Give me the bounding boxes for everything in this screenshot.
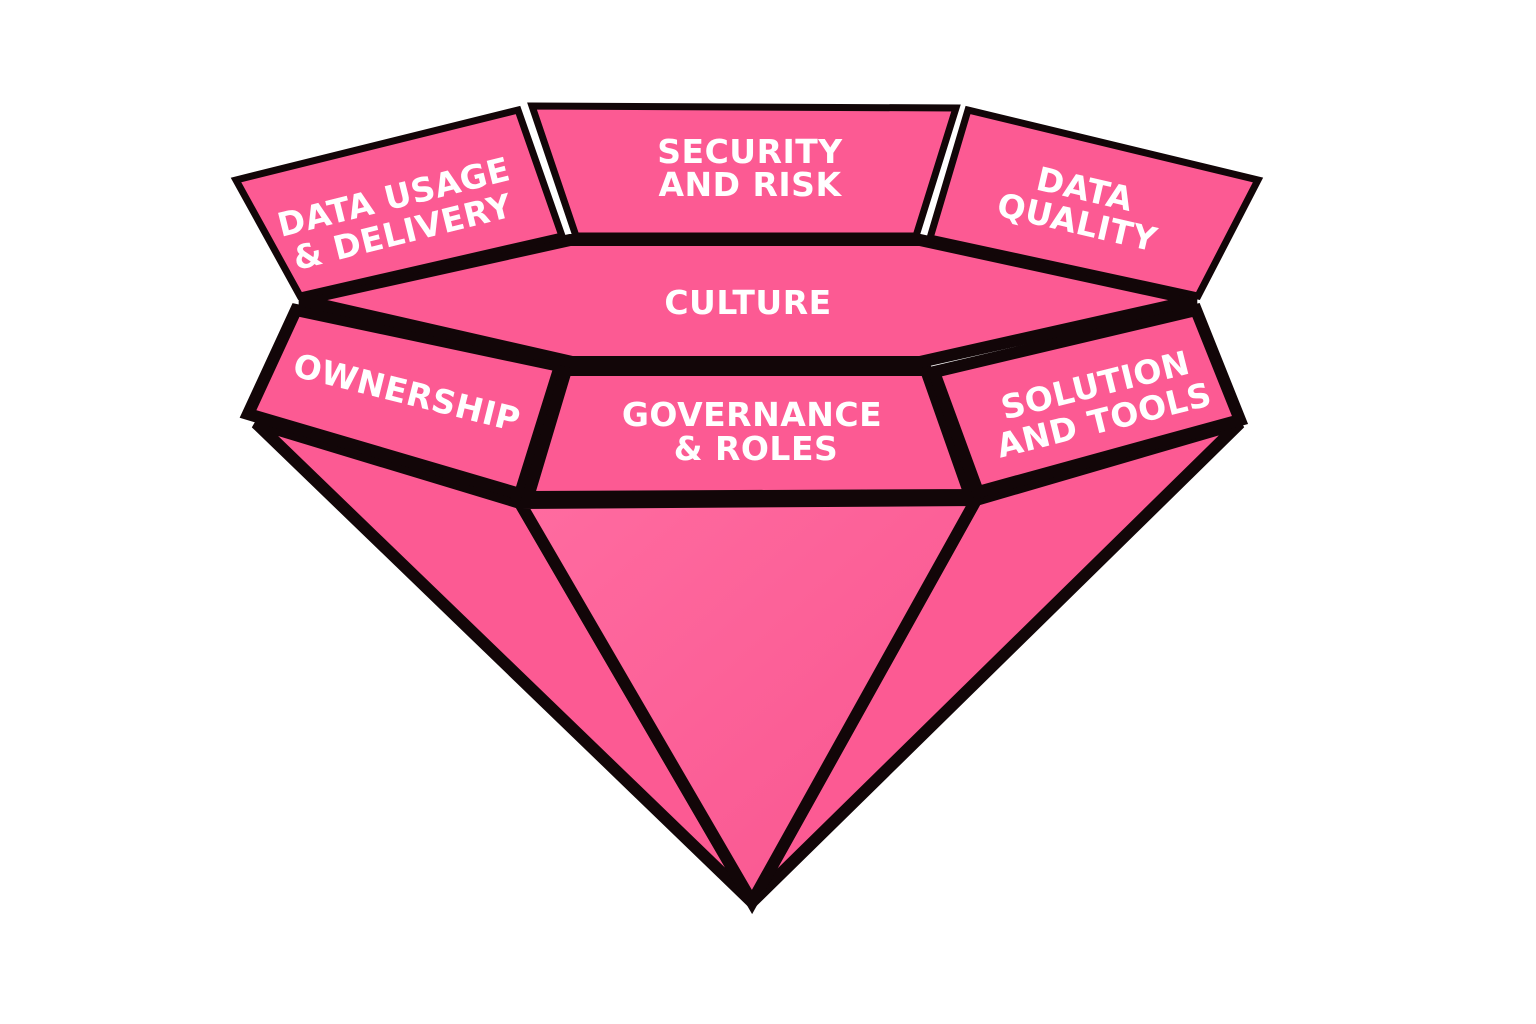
culture-facet [298, 234, 1198, 368]
data-quality-facet [925, 105, 1264, 300]
security-label-line2: AND RISK [658, 165, 842, 204]
security-label: SECURITY AND RISK [657, 132, 843, 204]
security-facet [527, 102, 961, 240]
solution-facet [926, 302, 1249, 500]
ownership-facet [239, 303, 568, 502]
security-label-line1: SECURITY [657, 132, 843, 171]
governance-label: GOVERNANCE & ROLES [622, 395, 882, 468]
governance-label-line2: & ROLES [674, 429, 839, 468]
governance-label-line1: GOVERNANCE [622, 395, 882, 434]
culture-label-line1: CULTURE [664, 283, 831, 322]
culture-label: CULTURE [664, 283, 831, 322]
governance-facet [519, 364, 979, 504]
data-usage-facet [230, 105, 567, 301]
